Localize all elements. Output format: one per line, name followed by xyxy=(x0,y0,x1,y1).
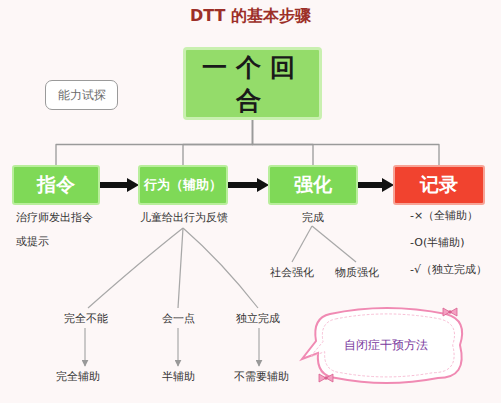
text-label: 物质强化 xyxy=(335,266,379,280)
text-label: 不需要辅助 xyxy=(234,370,289,384)
flow-arrow xyxy=(228,182,257,188)
step-box: 指令 xyxy=(12,165,100,205)
record-box: 记录 xyxy=(393,165,485,205)
bow-symbol xyxy=(319,374,333,382)
speech-bubble: 自闭症干预方法 xyxy=(306,306,466,384)
leader-arrow xyxy=(84,328,85,366)
text-label: 社会强化 xyxy=(270,266,314,280)
bubble-border xyxy=(302,308,462,383)
step-box: 强化 xyxy=(268,165,358,205)
bubble-inner-dash xyxy=(310,314,454,377)
text-label: 完全辅助 xyxy=(56,370,100,384)
branch-line xyxy=(183,228,258,308)
round-box: 一个回合 xyxy=(183,47,322,120)
node-text: 记录 xyxy=(420,172,458,198)
bracket-line xyxy=(56,120,253,165)
text-label: 完全不能 xyxy=(64,312,108,326)
text-label: 完成 xyxy=(302,211,324,225)
branch-line xyxy=(88,228,183,308)
text-label: 独立完成 xyxy=(236,312,280,326)
branch-line xyxy=(292,226,312,262)
text-label: -O(半辅助) xyxy=(410,236,465,250)
flow-arrow xyxy=(100,182,127,188)
leader-arrow xyxy=(258,328,259,366)
bracket-line xyxy=(253,120,314,165)
step-box: 行为（辅助） xyxy=(138,165,228,205)
bow-symbol xyxy=(443,308,457,316)
bow-wing xyxy=(319,374,333,382)
branch-line xyxy=(312,226,356,262)
bow-knot xyxy=(324,376,328,380)
text-label: -×（全辅助） xyxy=(410,209,478,223)
flow-arrow xyxy=(358,182,382,188)
bow-knot xyxy=(448,310,452,314)
node-text: 行为（辅助） xyxy=(144,176,222,194)
leader-arrow xyxy=(177,328,178,366)
probe-box: 能力试探 xyxy=(45,80,118,110)
bracket-line xyxy=(253,120,440,165)
node-text: 自闭症干预方法 xyxy=(344,337,428,354)
text-label: 会一点 xyxy=(162,312,195,326)
bow-wing xyxy=(443,308,457,316)
diagram-title: DTT 的基本步骤 xyxy=(0,6,501,27)
text-label: 治疗师发出指令 或提示 xyxy=(16,206,116,254)
bracket-line xyxy=(183,120,253,165)
text-label: 儿童给出行为反馈 xyxy=(140,211,228,225)
branch-line xyxy=(178,228,183,308)
node-text: 指令 xyxy=(37,172,75,198)
node-text: 强化 xyxy=(294,172,332,198)
text-label: -√（独立完成） xyxy=(410,263,487,277)
node-text: 能力试探 xyxy=(58,87,106,104)
node-text: 一个回合 xyxy=(186,51,319,117)
text-label: 半辅助 xyxy=(162,370,195,384)
